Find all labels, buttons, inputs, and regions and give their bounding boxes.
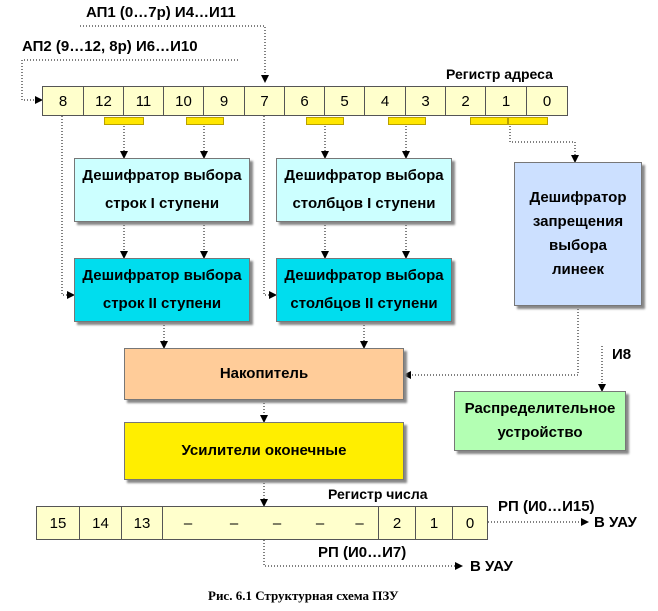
to-uau-label-1: В УАУ: [594, 514, 637, 531]
bit8-line: [61, 116, 75, 299]
number-bit-cell: –: [162, 506, 213, 540]
ap1-label: АП1 (0…7р) И4…И11: [86, 4, 236, 21]
address-register: 8 12 11 10 9 7 6 5 4 3 2 1 0: [42, 86, 568, 116]
row-decoder-stage1-line2: строк I ступени: [104, 195, 220, 212]
column-decoder-stage1-line1: Дешифратор выбора: [284, 167, 444, 184]
ban-decoder-line4: линеек: [551, 261, 604, 278]
number-bit-cell: –: [212, 506, 256, 540]
amplifiers-block: Усилители оконечные: [124, 422, 404, 480]
distributor-block: Распределительное устройство: [454, 391, 626, 451]
ban-to-storage-line: [403, 306, 579, 379]
amplifiers-label: Усилители оконечные: [181, 442, 347, 459]
number-bit-cell: –: [341, 506, 379, 540]
to-uau-label-2: В УАУ: [470, 558, 513, 575]
ban-decoder-line1: Дешифратор: [529, 189, 627, 206]
address-bit-cell: 4: [364, 86, 406, 116]
address-bit-cell: 9: [203, 86, 245, 116]
ap2-line: [21, 59, 238, 104]
column-decoder-stage1-line2: столбцов I ступени: [292, 195, 436, 212]
bus-line-ban: [509, 126, 579, 163]
row-decoder-stage1: Дешифратор выбора строк I ступени: [74, 158, 250, 222]
bus-connector-cols-b: [388, 117, 426, 125]
column-decoder-stage2-line2: столбцов II ступени: [290, 295, 438, 312]
number-bit-cell: 0: [452, 506, 488, 540]
address-bit-cell: 11: [123, 86, 164, 116]
address-bit-cell: 10: [163, 86, 204, 116]
column-decoder-stage2-line1: Дешифратор выбора: [284, 267, 444, 284]
bit7-line: [263, 116, 277, 299]
bus-connector-rows-a: [104, 117, 144, 125]
ap2-label: АП2 (9…12, 8р) И6…И10: [22, 38, 198, 55]
ban-decoder-line3: выбора: [549, 237, 607, 254]
figure-caption: Рис. 6.1 Структурная схема ПЗУ: [208, 588, 399, 603]
distributor-line1: Распределительное: [464, 400, 616, 417]
address-bit-cell: 0: [526, 86, 568, 116]
distributor-line2: устройство: [497, 424, 583, 441]
ban-decoder-line2: запрещения: [532, 213, 624, 230]
number-bit-cell: 15: [36, 506, 80, 540]
address-bit-cell: 7: [244, 86, 285, 116]
storage-label: Накопитель: [219, 365, 309, 382]
number-bit-cell: –: [255, 506, 299, 540]
number-register: 15 14 13 – – – – – 2 1 0: [36, 506, 488, 540]
address-bit-cell: 2: [445, 86, 486, 116]
address-bit-cell: 3: [405, 86, 446, 116]
bus-connector-ban-b: [508, 117, 548, 125]
address-bit-cell: 1: [485, 86, 527, 116]
number-bit-cell: 2: [378, 506, 416, 540]
rp-low-label: РП (И0…И7): [318, 544, 407, 561]
ban-decoder: Дешифратор запрещения выбора линеек: [514, 162, 642, 306]
bus-connector-rows-b: [186, 117, 224, 125]
number-register-title: Регистр числа: [328, 486, 428, 502]
address-register-title: Регистр адреса: [446, 66, 553, 82]
signal-i8-label: И8: [612, 346, 632, 363]
rp-high-label: РП (И0…И15): [498, 498, 595, 515]
storage-block: Накопитель: [124, 348, 404, 400]
address-bit-cell: 8: [42, 86, 84, 116]
bus-connector-cols-a: [306, 117, 344, 125]
number-bit-cell: 1: [415, 506, 453, 540]
address-bit-cell: 12: [83, 86, 124, 116]
number-bit-cell: 13: [121, 506, 163, 540]
row-decoder-stage2-line1: Дешифратор выбора: [82, 267, 242, 284]
row-decoder-stage2-line2: строк II ступени: [102, 295, 222, 312]
bus-connector-ban-a: [470, 117, 508, 125]
row-decoder-stage1-line1: Дешифратор выбора: [82, 167, 242, 184]
number-bit-cell: 14: [79, 506, 122, 540]
address-bit-cell: 5: [324, 86, 365, 116]
address-bit-cell: 6: [284, 86, 325, 116]
column-decoder-stage2: Дешифратор выбора столбцов II ступени: [276, 258, 452, 322]
number-bit-cell: –: [298, 506, 342, 540]
ap1-line: [80, 25, 269, 83]
row-decoder-stage2: Дешифратор выбора строк II ступени: [74, 258, 250, 322]
column-decoder-stage1: Дешифратор выбора столбцов I ступени: [276, 158, 452, 222]
